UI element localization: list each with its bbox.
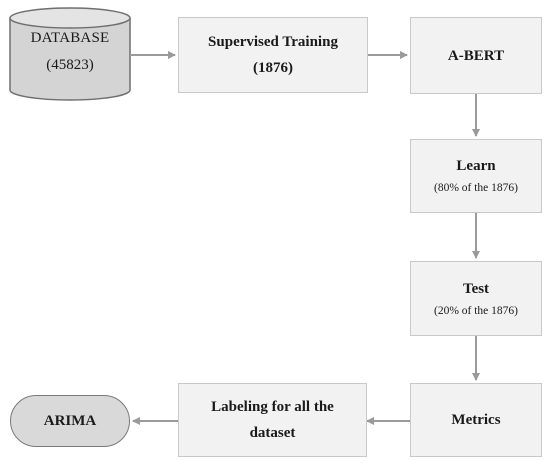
test-node: Test (20% of the 1876) xyxy=(410,261,542,336)
labeling-node: Labeling for all the dataset xyxy=(178,383,367,457)
database-count: (45823) xyxy=(46,57,94,73)
learn-title: Learn xyxy=(456,158,496,174)
arima-node: ARIMA xyxy=(10,395,130,447)
learn-node: Learn (80% of the 1876) xyxy=(410,139,542,213)
abert-title: A-BERT xyxy=(447,47,505,64)
labeling-title: Labeling for all the dataset xyxy=(211,399,334,441)
metrics-node: Metrics xyxy=(410,383,542,457)
metrics-title: Metrics xyxy=(451,412,501,428)
abert-node: A-BERT xyxy=(410,17,542,94)
test-title: Test xyxy=(462,280,490,297)
supervised-training-title: Supervised Training xyxy=(208,34,338,50)
supervised-training-node: Supervised Training (1876) xyxy=(178,17,368,93)
arima-title: ARIMA xyxy=(43,413,97,429)
supervised-training-count: (1876) xyxy=(253,60,293,76)
database-title: DATABASE xyxy=(30,30,110,46)
test-detail: (20% of the 1876) xyxy=(434,304,518,317)
learn-detail: (80% of the 1876) xyxy=(434,182,518,194)
database-node: DATABASE (45823) xyxy=(10,28,130,75)
database-cylinder xyxy=(9,7,131,101)
